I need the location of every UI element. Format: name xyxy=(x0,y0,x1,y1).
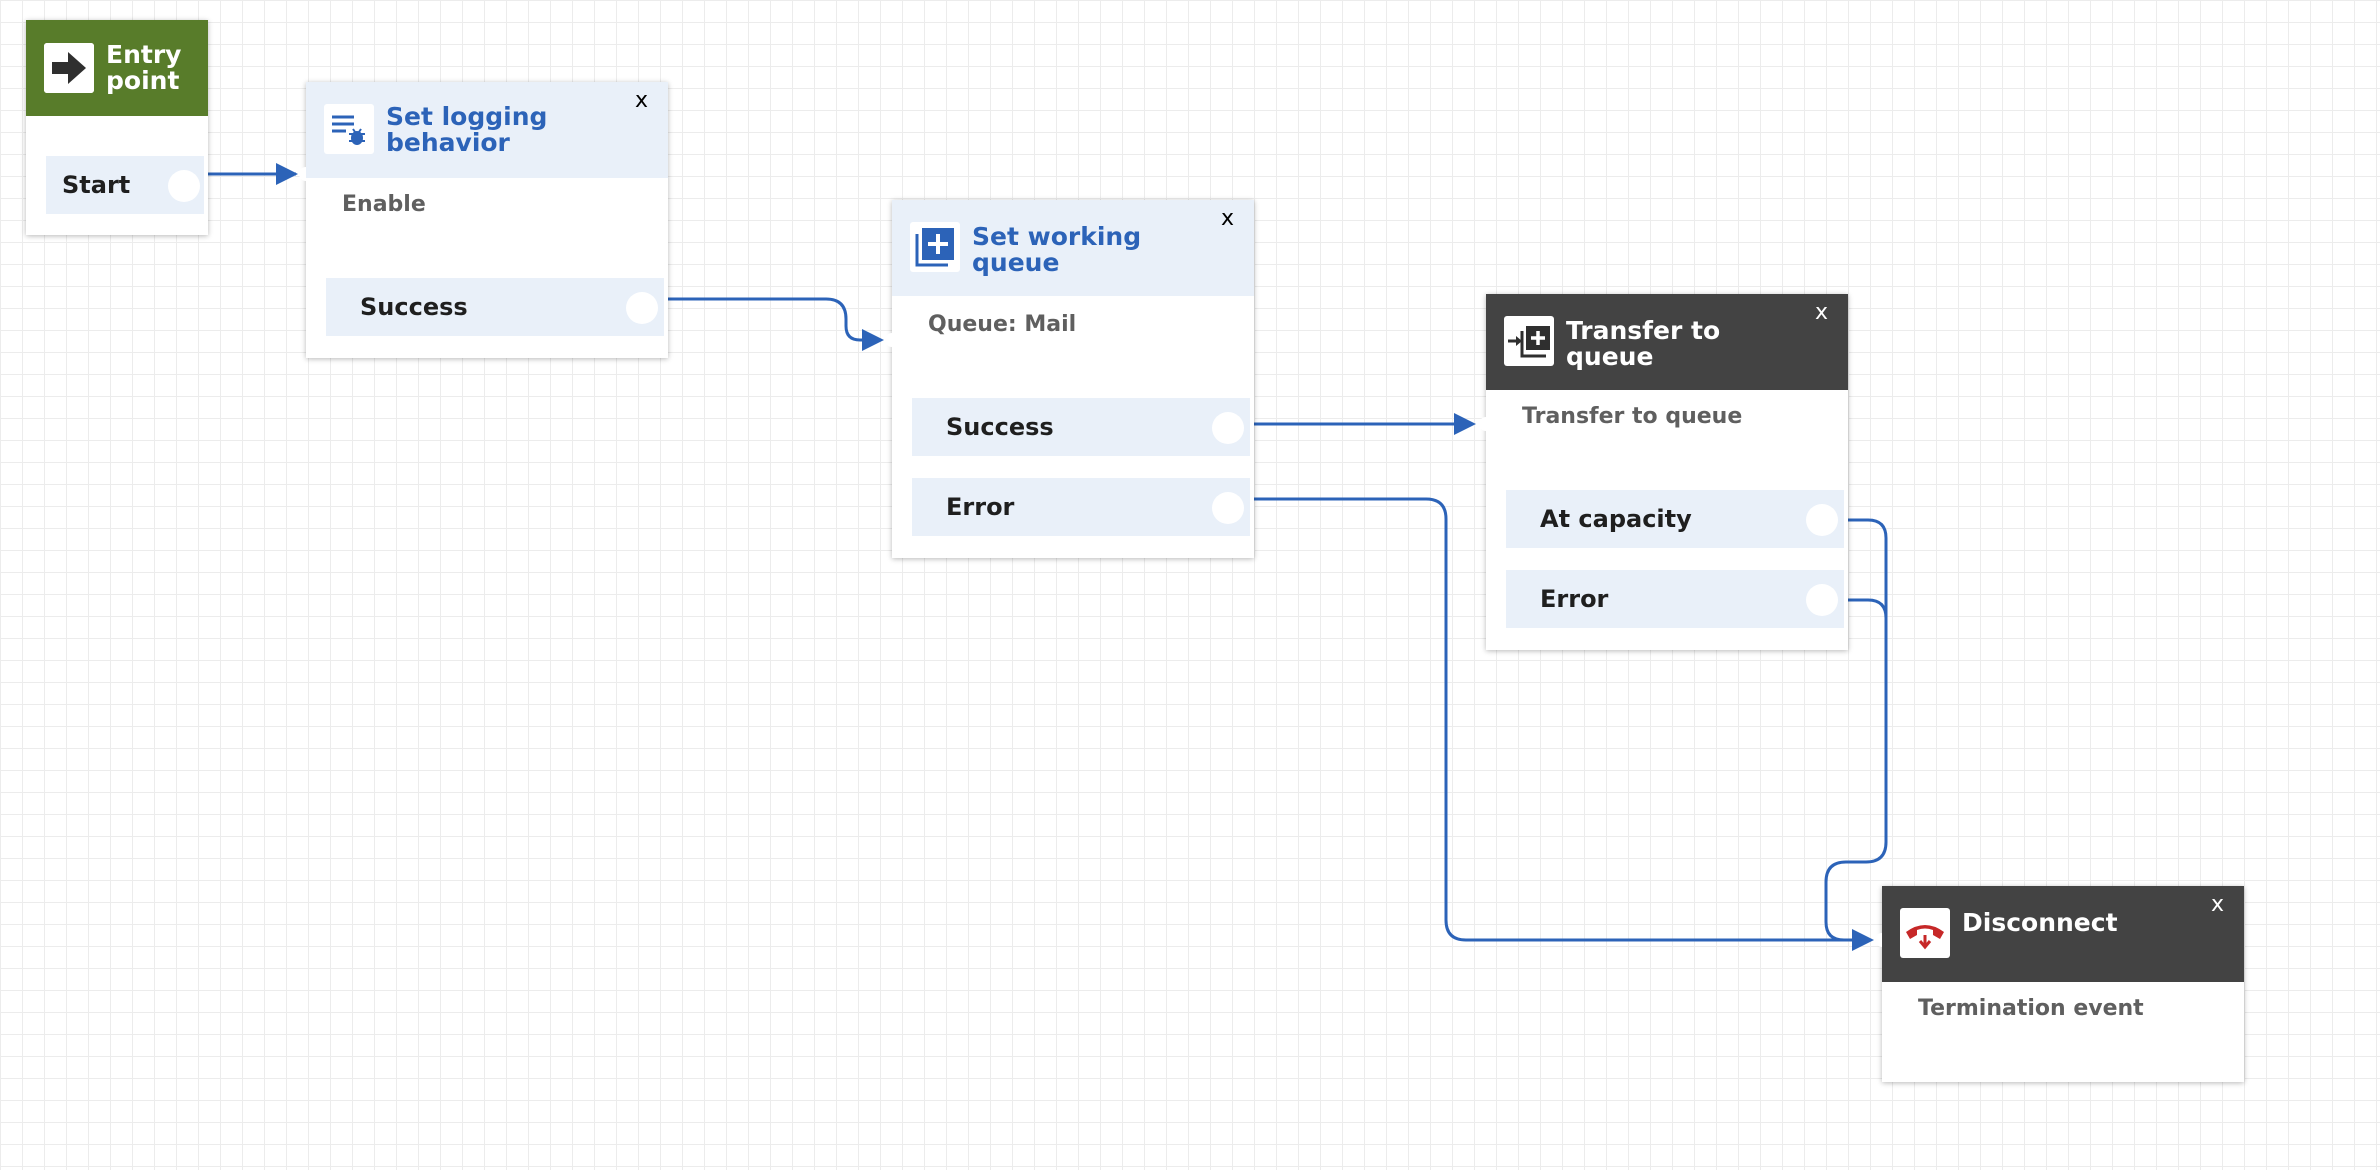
branch-queue-success-label: Success xyxy=(946,413,1054,441)
transfer-header: Transfer to queue x xyxy=(1486,294,1848,390)
queue-success-port[interactable] xyxy=(1212,412,1244,444)
queue-input-port[interactable] xyxy=(885,333,899,347)
disconnect-block[interactable]: Disconnect x Termination event xyxy=(1875,886,2244,1082)
transfer-error-port[interactable] xyxy=(1806,584,1838,616)
queue-description: Queue: Mail xyxy=(928,312,1077,337)
transfer-at-capacity-port[interactable] xyxy=(1806,504,1838,536)
branch-queue-error[interactable]: Error xyxy=(912,478,1250,536)
transfer-description: Transfer to queue xyxy=(1522,404,1743,429)
queue-close-button[interactable]: x xyxy=(1220,206,1234,231)
queue-header: Set working queue x xyxy=(892,200,1254,296)
branch-start[interactable]: Start xyxy=(46,156,204,214)
logging-title: Set logging behavior xyxy=(386,102,548,157)
queue-add-icon xyxy=(910,222,960,272)
transfer-close-button[interactable]: x xyxy=(1814,300,1828,325)
logging-description: Enable xyxy=(342,192,426,217)
hang-up-phone-icon xyxy=(1900,908,1950,958)
transfer-title: Transfer to queue xyxy=(1566,316,1721,371)
connector-logging-success-to-queue[interactable] xyxy=(662,297,872,342)
set-working-queue-block[interactable]: Set working queue x Queue: Mail Success … xyxy=(885,200,1254,558)
branch-transfer-error-label: Error xyxy=(1540,585,1609,613)
disconnect-header: Disconnect x xyxy=(1882,886,2244,982)
branch-transfer-at-capacity-label: At capacity xyxy=(1540,505,1692,533)
arrow-start-to-logging xyxy=(276,163,298,185)
branch-queue-error-label: Error xyxy=(946,493,1015,521)
set-logging-behavior-block[interactable]: Set logging behavior x Enable Success xyxy=(299,82,668,358)
logging-icon xyxy=(324,104,374,154)
logging-header: Set logging behavior x xyxy=(306,82,668,178)
queue-title: Set working queue xyxy=(972,222,1142,277)
connector-transfer-error-to-disconnect[interactable] xyxy=(1842,598,1888,842)
start-output-port[interactable] xyxy=(168,170,200,202)
arrow-logging-success-to-queue xyxy=(862,329,884,351)
arrow-right-icon xyxy=(44,43,94,93)
arrow-queue-success-to-transfer xyxy=(1454,413,1476,435)
entry-point-header: Entry point xyxy=(26,20,208,116)
disconnect-title: Disconnect xyxy=(1962,908,2118,937)
transfer-to-queue-block[interactable]: Transfer to queue x Transfer to queue At… xyxy=(1479,294,1848,650)
arrow-queue-error-to-disconnect xyxy=(1852,929,1874,951)
entry-point-title: Entry point xyxy=(106,40,182,95)
branch-start-label: Start xyxy=(62,171,131,199)
transfer-input-port[interactable] xyxy=(1479,417,1493,431)
branch-logging-success[interactable]: Success xyxy=(326,278,664,336)
logging-close-button[interactable]: x xyxy=(634,88,648,113)
branch-logging-success-label: Success xyxy=(360,293,468,321)
logging-success-port[interactable] xyxy=(626,292,658,324)
branch-queue-success[interactable]: Success xyxy=(912,398,1250,456)
entry-point-block[interactable]: Entry point Start xyxy=(26,20,208,235)
branch-transfer-at-capacity[interactable]: At capacity xyxy=(1506,490,1844,548)
disconnect-description: Termination event xyxy=(1918,996,2144,1021)
queue-error-port[interactable] xyxy=(1212,492,1244,524)
branch-transfer-error[interactable]: Error xyxy=(1506,570,1844,628)
transfer-queue-icon xyxy=(1504,316,1554,366)
disconnect-close-button[interactable]: x xyxy=(2210,892,2224,917)
